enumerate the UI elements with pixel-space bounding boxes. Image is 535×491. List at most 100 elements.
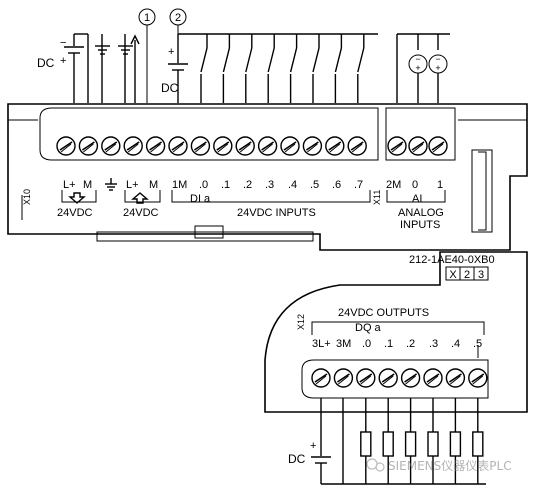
- output-term-5: .3: [429, 338, 438, 350]
- top-screw-5[interactable]: [145, 136, 166, 156]
- output-screw-2[interactable]: [333, 368, 354, 388]
- mid-dc-label: DC: [161, 81, 179, 95]
- di-group-label: DI a: [190, 193, 211, 205]
- top-screw-7[interactable]: [190, 136, 211, 156]
- top-screw-2[interactable]: [78, 136, 99, 156]
- analog-term-0: 0: [412, 179, 418, 191]
- x10-tag: X10: [22, 189, 32, 205]
- callout-2: 2: [169, 8, 187, 34]
- dq-group-label: DQ a: [355, 322, 382, 334]
- output-screw-5[interactable]: [400, 368, 421, 388]
- analog-wiring: − + − +: [396, 33, 450, 103]
- power-caption: 24VDC: [57, 207, 93, 219]
- input-term-3: .2: [243, 179, 252, 191]
- sensor-caption: 24VDC: [123, 207, 159, 219]
- mid-plus: +: [168, 46, 174, 58]
- input-switch-3: [267, 34, 275, 103]
- svg-text:−: −: [415, 54, 420, 64]
- top-screw-8[interactable]: [213, 136, 233, 156]
- power-term-m: M: [83, 179, 92, 191]
- analog-caption-1: ANALOG: [398, 207, 444, 219]
- analog-screw-2[interactable]: [408, 136, 428, 156]
- output-screw-7[interactable]: [445, 368, 466, 388]
- output-screw-4[interactable]: [378, 368, 398, 388]
- slot-box-3: 3: [478, 269, 484, 281]
- analog-term-2m: 2M: [386, 179, 401, 191]
- input-switch-7: [357, 34, 365, 103]
- power-term-lplus: L+: [63, 179, 76, 191]
- output-term-4: .2: [406, 338, 415, 350]
- input-term-8: .7: [354, 179, 363, 191]
- top-screw-10[interactable]: [257, 136, 278, 156]
- left-minus: −: [60, 37, 66, 49]
- analog-screw-3[interactable]: [428, 136, 448, 156]
- svg-text:2: 2: [175, 12, 181, 24]
- left-dc-label: DC: [37, 56, 55, 70]
- bottom-screw-terminals: [311, 368, 488, 388]
- input-switch-1: [222, 34, 231, 103]
- input-term-0: 1M: [172, 179, 187, 191]
- top-screw-12[interactable]: [302, 136, 323, 156]
- output-load-4: [449, 398, 462, 484]
- input-switch-6: [334, 34, 343, 103]
- sensor-term-m: M: [149, 179, 158, 191]
- svg-text:+: +: [435, 63, 440, 73]
- slot-box-2: 2: [464, 269, 470, 281]
- input-term-1: .0: [199, 179, 208, 191]
- analog-screw-1[interactable]: [387, 136, 407, 156]
- top-screw-3[interactable]: [101, 136, 121, 156]
- output-term-1: 3M: [336, 338, 351, 350]
- output-dc-supply: + DC: [288, 398, 486, 485]
- input-term-5: .4: [288, 179, 297, 191]
- output-screw-3[interactable]: [356, 368, 376, 388]
- input-switch-5: [312, 34, 320, 103]
- top-screw-terminals: [56, 136, 448, 156]
- slot-box-x: X: [449, 269, 457, 281]
- svg-text:SIEMENS仪器仪表PLC: SIEMENS仪器仪表PLC: [388, 459, 512, 473]
- bottom-dc-label: DC: [288, 452, 306, 466]
- top-screw-6[interactable]: [168, 136, 188, 156]
- output-load-5: [472, 398, 484, 484]
- part-number: 212-1AE40-0XB0: [409, 254, 495, 266]
- top-screw-4[interactable]: [123, 136, 143, 156]
- input-switches: [200, 34, 365, 103]
- bottom-plus: +: [310, 440, 316, 452]
- output-screw-8[interactable]: [468, 368, 488, 388]
- watermark: SIEMENS仪器仪表PLC: [366, 458, 512, 473]
- input-term-6: .5: [310, 179, 319, 191]
- inputs-caption: 24VDC INPUTS: [237, 207, 316, 219]
- output-term-7: .5: [473, 338, 482, 350]
- output-screw-6[interactable]: [423, 368, 443, 388]
- output-term-6: .4: [451, 338, 460, 350]
- top-labels: X10 X11 L+ M L+ M 24VDC 24VDC 1M.0.1.2.3…: [22, 178, 446, 231]
- top-screw-14[interactable]: [347, 136, 367, 156]
- input-term-4: .3: [265, 179, 274, 191]
- left-dc-supply: DC − +: [37, 33, 89, 103]
- output-screw-1[interactable]: [311, 368, 331, 388]
- analog-term-1: 1: [437, 179, 443, 191]
- svg-text:−: −: [435, 54, 440, 64]
- callout-1: 1: [138, 8, 156, 103]
- top-screw-13[interactable]: [325, 136, 345, 156]
- top-screw-1[interactable]: [56, 136, 76, 156]
- ai-group-label: AI: [412, 193, 422, 205]
- sensor-term-lplus: L+: [126, 179, 139, 191]
- output-term-0: 3L+: [312, 338, 331, 350]
- x11-tag: X11: [372, 190, 382, 205]
- svg-text:1: 1: [144, 12, 150, 24]
- input-dc-supply: + DC: [161, 33, 378, 103]
- output-term-2: .0: [362, 338, 371, 350]
- top-screw-9[interactable]: [235, 136, 255, 156]
- output-load-0: [360, 398, 372, 484]
- left-plus: +: [60, 55, 66, 67]
- top-terminal-block: [7, 103, 528, 251]
- input-term-7: .6: [332, 179, 341, 191]
- output-load-2: [404, 398, 417, 484]
- input-switch-0: [200, 34, 208, 103]
- slot-boxes: X 2 3: [445, 266, 489, 281]
- svg-text:+: +: [415, 63, 420, 73]
- top-screw-11[interactable]: [280, 136, 300, 156]
- x12-tag: X12: [296, 314, 306, 330]
- analog-caption-2: INPUTS: [400, 219, 440, 231]
- ground-wires: [95, 34, 140, 103]
